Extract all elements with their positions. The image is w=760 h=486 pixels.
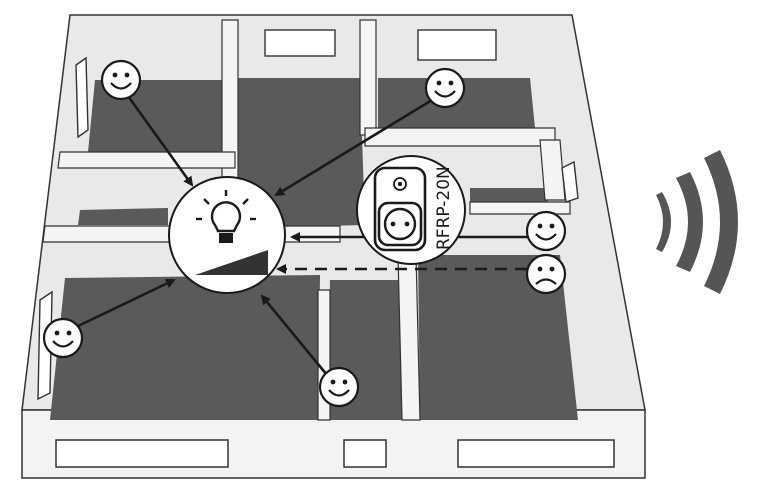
light-bulb-dimmer-icon (168, 176, 286, 294)
link-left (75, 278, 176, 329)
window-front-right (457, 439, 615, 468)
link-bottom (260, 294, 329, 376)
back-windows (37, 29, 579, 401)
smiley-happy-icon (424, 67, 466, 109)
smiley-sad-icon (525, 253, 567, 295)
floor-right-mid (470, 188, 548, 202)
link-top-left (126, 95, 194, 187)
floor-bottom-left (50, 275, 320, 420)
node-room-left (42, 317, 84, 359)
node-room-right-direct (525, 253, 567, 295)
smiley-happy-icon (100, 59, 142, 101)
device-node: RFRP-20N (356, 155, 466, 265)
radio-waves-icon (656, 150, 738, 294)
floor-top-center (237, 78, 365, 228)
smiley-happy-icon (525, 210, 567, 252)
node-room-top-right (424, 67, 466, 109)
node-room-bottom (318, 366, 360, 408)
device-label: RFRP-20N (434, 166, 454, 250)
smiley-happy-icon (42, 317, 84, 359)
floor-hall-left (78, 208, 168, 225)
node-room-top-left (100, 59, 142, 101)
smart-plug-icon (373, 166, 427, 252)
smiley-happy-icon (318, 366, 360, 408)
window-front-center (343, 439, 387, 468)
node-room-right-relayed (525, 210, 567, 252)
window-front-left (55, 439, 229, 468)
floor-bottom-right (418, 255, 578, 420)
link-top-right (274, 98, 433, 197)
